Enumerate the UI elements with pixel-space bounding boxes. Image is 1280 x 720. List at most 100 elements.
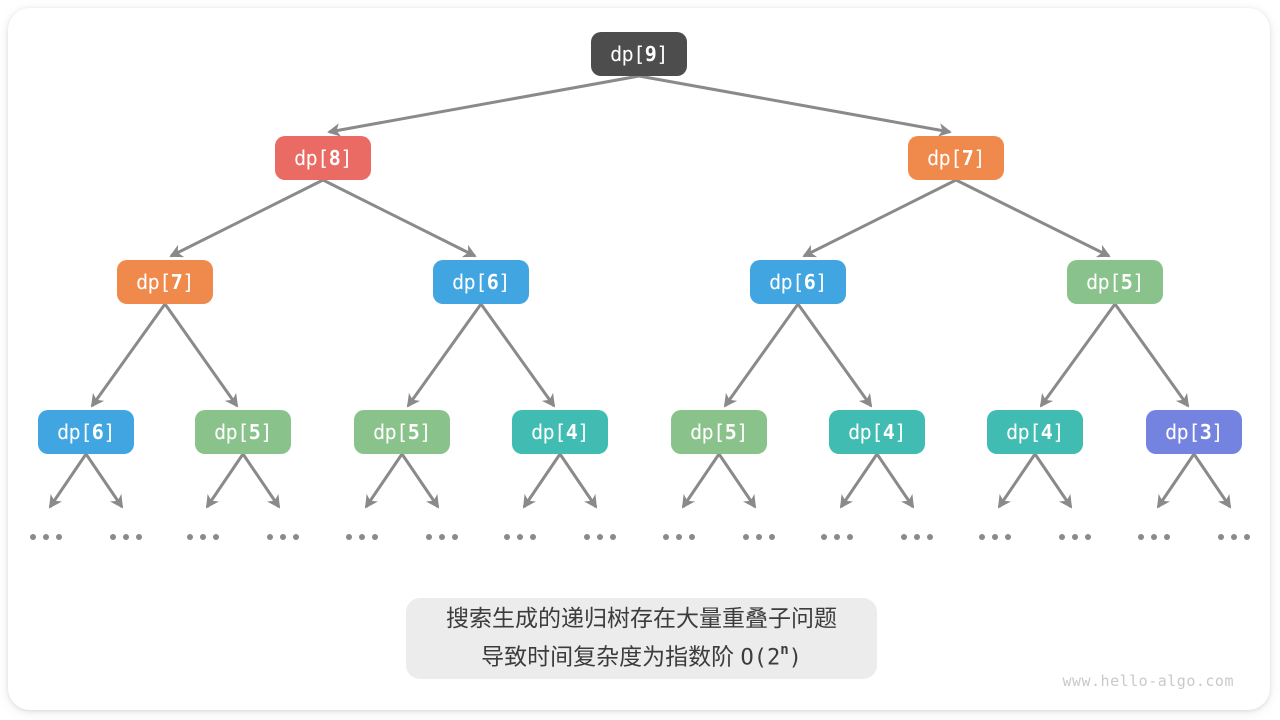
figure-card (8, 8, 1270, 710)
ellipsis-dot (530, 534, 536, 540)
ellipsis (267, 534, 299, 540)
edge-arrow (681, 453, 721, 509)
node-label-value: 5 (1120, 270, 1133, 294)
node-label-value: 9 (644, 42, 657, 66)
ellipsis-dot (30, 534, 36, 540)
edge-arrow (241, 453, 281, 509)
edge-arrow (1192, 453, 1232, 509)
node-label-suffix: ] (498, 270, 510, 294)
node-label-value: 8 (328, 146, 341, 170)
node-label-value: 4 (1040, 420, 1053, 444)
node-label-suffix: ] (419, 420, 431, 444)
edge-arrow (406, 303, 483, 408)
ellipsis-dot (676, 534, 682, 540)
edge-arrow (1156, 453, 1196, 509)
node-label-suffix: ] (973, 146, 985, 170)
ellipsis (426, 534, 458, 540)
ellipsis-dot (1085, 534, 1091, 540)
node-label-prefix: dp[ (373, 420, 408, 444)
edge-arrow (997, 453, 1037, 509)
ellipsis-dot (1244, 534, 1250, 540)
ellipsis-dot (821, 534, 827, 540)
edge-arrow (479, 303, 556, 408)
edge-arrow (322, 178, 477, 258)
edge-arrow (1033, 453, 1073, 509)
tree-node-dp-5: dp[5] (1067, 260, 1163, 304)
node-label-suffix: ] (1052, 420, 1064, 444)
ellipsis-dot (504, 534, 510, 540)
edge-arrow (84, 453, 124, 509)
node-label-prefix: dp[ (1165, 420, 1200, 444)
tree-node-dp-9: dp[9] (591, 32, 687, 76)
tree-node-dp-5: dp[5] (671, 410, 767, 454)
ellipsis-dot (517, 534, 523, 540)
tree-node-dp-5: dp[5] (354, 410, 450, 454)
ellipsis-dot (1005, 534, 1011, 540)
tree-node-dp-7: dp[7] (908, 136, 1004, 180)
ellipsis (1138, 534, 1170, 540)
ellipsis (584, 534, 616, 540)
node-label-suffix: ] (736, 420, 748, 444)
ellipsis-dot (1218, 534, 1224, 540)
ellipsis-dot (914, 534, 920, 540)
edge-arrow (717, 453, 757, 509)
edge-arrow (48, 453, 88, 509)
ellipsis-dot (372, 534, 378, 540)
edge-arrow (169, 178, 324, 258)
ellipsis (979, 534, 1011, 540)
edge-arrow (558, 453, 598, 509)
ellipsis-dot (769, 534, 775, 540)
ellipsis-dot (293, 534, 299, 540)
ellipsis (187, 534, 219, 540)
node-label-value: 4 (565, 420, 578, 444)
ellipsis (30, 534, 62, 540)
node-label-prefix: dp[ (610, 42, 645, 66)
node-label-prefix: dp[ (769, 270, 804, 294)
node-label-suffix: ] (577, 420, 589, 444)
node-label-value: 5 (407, 420, 420, 444)
edge-arrow (1113, 303, 1190, 408)
ellipsis-dot (756, 534, 762, 540)
ellipsis (663, 534, 695, 540)
caption-line2: 导致时间复杂度为指数阶 O(2n) (481, 637, 802, 674)
ellipsis-dot (847, 534, 853, 540)
ellipsis-dot (610, 534, 616, 540)
ellipsis (504, 534, 536, 540)
ellipsis (1059, 534, 1091, 540)
edge-arrow (327, 74, 640, 137)
node-label-prefix: dp[ (1086, 270, 1121, 294)
ellipsis-dot (663, 534, 669, 540)
ellipsis-dot (1164, 534, 1170, 540)
ellipsis-dot (743, 534, 749, 540)
edge-arrow (638, 74, 952, 137)
node-label-prefix: dp[ (531, 420, 566, 444)
node-label-suffix: ] (340, 146, 352, 170)
node-label-value: 7 (961, 146, 974, 170)
node-label-suffix: ] (182, 270, 194, 294)
edge-arrow (364, 453, 404, 509)
node-label-prefix: dp[ (927, 146, 962, 170)
ellipsis-dot (280, 534, 286, 540)
node-label-value: 6 (803, 270, 816, 294)
ellipsis (346, 534, 378, 540)
edge-arrow (796, 303, 873, 408)
ellipsis-dot (979, 534, 985, 540)
ellipsis-dot (110, 534, 116, 540)
edge-arrow (723, 303, 800, 408)
ellipsis-dot (56, 534, 62, 540)
ellipsis-dot (1151, 534, 1157, 540)
tree-node-dp-3: dp[3] (1146, 410, 1242, 454)
caption-line1: 搜索生成的递归树存在大量重叠子问题 (446, 605, 837, 632)
ellipsis-dot (136, 534, 142, 540)
edge-arrow (205, 453, 245, 509)
ellipsis-dot (1059, 534, 1065, 540)
tree-node-dp-4: dp[4] (512, 410, 608, 454)
ellipsis-dot (200, 534, 206, 540)
ellipsis (1218, 534, 1250, 540)
tree-node-dp-6: dp[6] (38, 410, 134, 454)
ellipsis-dot (43, 534, 49, 540)
ellipsis-dot (267, 534, 273, 540)
node-label-suffix: ] (260, 420, 272, 444)
ellipsis-dot (1138, 534, 1144, 540)
node-label-prefix: dp[ (214, 420, 249, 444)
